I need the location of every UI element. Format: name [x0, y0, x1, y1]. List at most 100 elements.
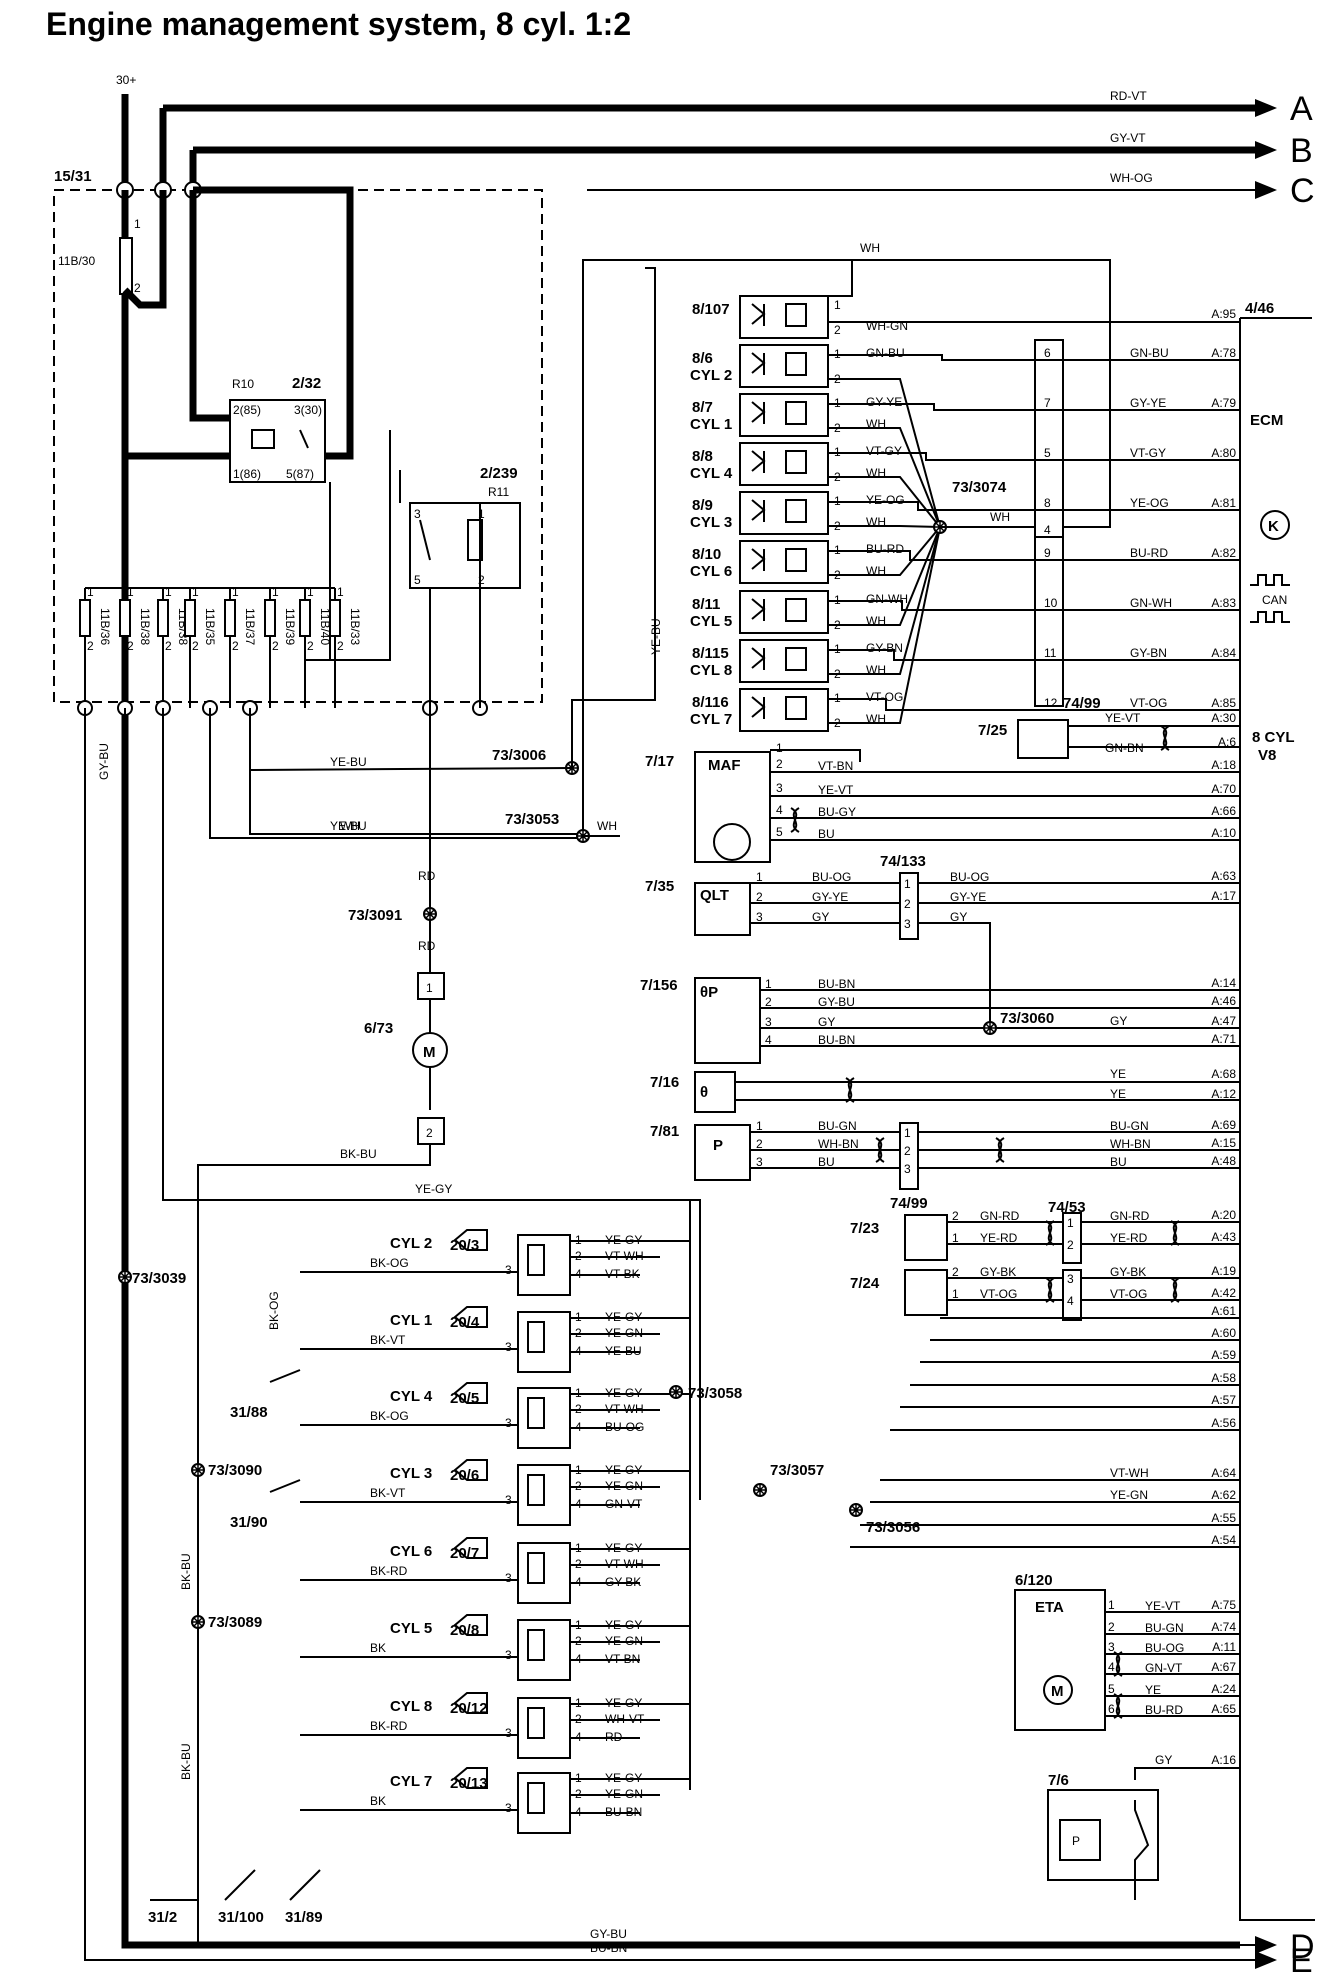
label: 1: [952, 1287, 959, 1301]
ecm-pin: A:74: [1211, 1620, 1236, 1634]
qlt-sensor: [694, 882, 751, 936]
label: 1: [127, 585, 134, 599]
wire: [828, 698, 1035, 711]
label: YE: [1110, 1067, 1126, 1081]
spark-plug-icon: [453, 1537, 488, 1559]
qlt-label: QLT: [700, 887, 729, 904]
qlt-id: 7/35: [645, 878, 674, 895]
ecm-pin: A:64: [1211, 1466, 1236, 1480]
splice-mark: [193, 1465, 203, 1475]
injector-id: 8/115: [692, 645, 729, 662]
connector-pin: 7: [1044, 396, 1051, 410]
coil-winding-icon: [527, 1552, 545, 1584]
eta-motor-icon: [1043, 1675, 1073, 1705]
can-signal-icon: [1250, 574, 1290, 623]
coil-id: 20/3: [450, 1237, 479, 1254]
ground-label: 31/90: [230, 1514, 268, 1531]
label: 74/99: [890, 1195, 928, 1212]
label: 3: [505, 1416, 512, 1430]
wire: [828, 526, 941, 675]
arrow-icon: [1255, 1936, 1277, 1954]
sensor-7-156-wire: BU-BN: [818, 1033, 855, 1047]
ecm-wire-color: GN-WH: [1130, 596, 1172, 610]
injector-nozzle-icon: [751, 647, 766, 670]
label: 3: [505, 1801, 512, 1815]
wire-c-color: WH-OG: [1110, 171, 1153, 185]
ecm-pin: A:6: [1218, 735, 1236, 749]
label: 3: [776, 781, 783, 795]
twisted-pair-icon: [1170, 1277, 1180, 1303]
injector-8/10: [739, 540, 829, 584]
sensor-7-24: [904, 1269, 948, 1316]
label: 1: [426, 981, 433, 995]
wire: [197, 1144, 431, 1945]
wire-e: [84, 708, 1255, 1961]
maf-wire: BU-GY: [818, 805, 856, 819]
label: 2: [834, 323, 841, 337]
coil-id: 20/12: [450, 1700, 488, 1717]
label: 1: [307, 585, 314, 599]
label: 2: [756, 890, 763, 904]
relay-2-239: [409, 502, 521, 589]
label: 1: [765, 977, 772, 991]
fuse-0: [79, 599, 91, 637]
relay-2-32-label: 2/32: [292, 375, 321, 392]
label: WH-BN: [818, 1137, 859, 1151]
injector-8/6: [739, 344, 829, 388]
coil-cyl: CYL 2: [390, 1235, 432, 1252]
wire: [419, 519, 431, 561]
label: GN-RD: [1110, 1209, 1150, 1223]
label: 3(30): [294, 403, 322, 417]
injector-8/9: [739, 491, 829, 535]
splice-mark: [755, 1485, 765, 1495]
qlt-wire: BU-OG: [812, 870, 851, 884]
sensor-7-23-id: 7/23: [850, 1220, 879, 1237]
sensor-7-25: [1017, 719, 1069, 759]
fuse-label-3: 11B/35: [203, 608, 217, 645]
sensor-7-156-name: θP: [700, 984, 718, 1001]
wire-ye-bu-v: YE-BU: [649, 618, 663, 655]
maf-transistor-icon: [713, 823, 751, 861]
ground-31-89: 31/89: [285, 1909, 323, 1926]
ecm-pin: A:70: [1211, 782, 1236, 796]
ecm-pin: A:85: [1211, 696, 1236, 710]
wire: [828, 354, 1035, 361]
spark-plug-icon: [453, 1459, 488, 1481]
wire: [828, 550, 1035, 561]
relay-2-32: [229, 399, 326, 483]
twisted-pair-icon: [1045, 1220, 1055, 1246]
label: 3: [756, 910, 763, 924]
coil-id: 20/7: [450, 1545, 479, 1562]
label: 2: [952, 1209, 959, 1223]
eta-wire: BU-RD: [1145, 1703, 1183, 1717]
splice-3090-label: 73/3090: [208, 1462, 262, 1479]
injector-cyl: CYL 8: [690, 662, 732, 679]
ecm-pin: A:66: [1211, 804, 1236, 818]
eta-name: ETA: [1035, 1599, 1064, 1616]
qlt-wire-2: BU-OG: [950, 870, 989, 884]
ecm-pin: A:14: [1211, 976, 1236, 990]
label: 3: [505, 1263, 512, 1277]
coil-id: 20/5: [450, 1390, 479, 1407]
coil-cyl: CYL 7: [390, 1773, 432, 1790]
fuse-11b30: [119, 237, 133, 295]
ecm-pin: A:11: [1212, 1640, 1236, 1654]
ecm-pin: A:20: [1211, 1208, 1236, 1222]
label: BK-RD: [370, 1719, 408, 1733]
ecm-pin: A:42: [1211, 1286, 1236, 1300]
ecm-border: [1239, 318, 1315, 1921]
arrow-icon: [1255, 1951, 1277, 1969]
label: 2: [478, 573, 485, 587]
coil-winding-icon: [527, 1707, 545, 1739]
label: BK-VT: [370, 1486, 406, 1500]
ecm-k-icon: [1260, 510, 1290, 540]
wire-bk-bu: BK-BU: [340, 1147, 377, 1161]
eta-wire: YE: [1145, 1683, 1161, 1697]
ecm-pin: A:15: [1211, 1136, 1236, 1150]
label: YE-GN: [1110, 1488, 1148, 1502]
fuse-1: [119, 599, 131, 637]
wire: [1134, 1800, 1150, 1900]
label: 2: [1067, 1238, 1074, 1252]
wire: [828, 649, 1035, 661]
injector-wire1: GY-BN: [866, 641, 903, 655]
